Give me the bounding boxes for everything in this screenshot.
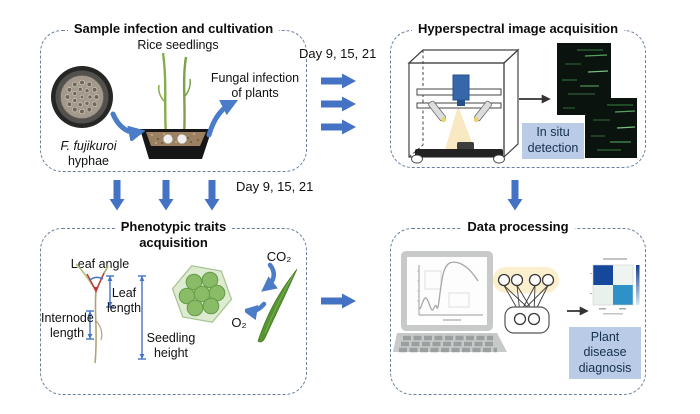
gas-exchange-leaf-image: [245, 262, 298, 343]
imaging-chamber-image: [407, 48, 520, 164]
arrow-dish-to-pot-icon: [110, 111, 146, 141]
seedling-pot-image: [140, 52, 212, 159]
panel-data-processing: Data processing: [390, 219, 646, 395]
arrow-chamber-to-images-icon: [519, 94, 551, 104]
arrow-nn-to-matrix-icon: [567, 306, 589, 316]
panel-hyperspectral: Hyperspectral image acquisition: [390, 21, 646, 168]
plant-measurement-diagram: [75, 263, 146, 364]
day-label-top: Day 9, 15, 21: [299, 46, 377, 61]
rice-seedlings-label: Rice seedlings: [137, 38, 219, 52]
laptop-image: [393, 251, 507, 353]
block-arrow-right-3-icon: [321, 119, 356, 135]
block-arrow-right-bottom-icon: [321, 293, 356, 309]
o2-label: O₂: [231, 315, 247, 330]
panel-phenotypic-title: Phenotypic traits acquisition: [41, 219, 306, 252]
panel-sample-infection: Sample infection and cultivation F. fuji…: [40, 21, 307, 172]
block-arrow-right-1-icon: [321, 73, 356, 89]
block-arrow-down-3-icon: [204, 180, 220, 211]
panel-processing-title: Data processing: [391, 219, 645, 235]
arrow-pot-to-infection-icon: [206, 99, 239, 138]
panel-hyperspectral-title: Hyperspectral image acquisition: [391, 21, 645, 37]
block-arrow-down-2-icon: [158, 180, 174, 211]
confusion-matrix-image: [590, 258, 640, 315]
panel-sample-title: Sample infection and cultivation: [41, 21, 306, 37]
block-arrow-right-2-icon: [321, 96, 356, 112]
day-label-left: Day 9, 15, 21: [236, 179, 314, 194]
block-arrow-down-1-icon: [109, 180, 125, 211]
petri-dish-image: [51, 66, 113, 128]
panel-phenotypic: Phenotypic traits acquisition Leaf angle: [40, 219, 307, 395]
cell-hexagon-image: [171, 265, 233, 323]
neural-network-image: [493, 267, 559, 334]
hyperspectral-images: [557, 43, 637, 158]
block-arrow-down-right-icon: [507, 180, 523, 211]
co2-label: CO₂: [266, 249, 292, 264]
leaf-angle-label: Leaf angle: [70, 257, 130, 271]
